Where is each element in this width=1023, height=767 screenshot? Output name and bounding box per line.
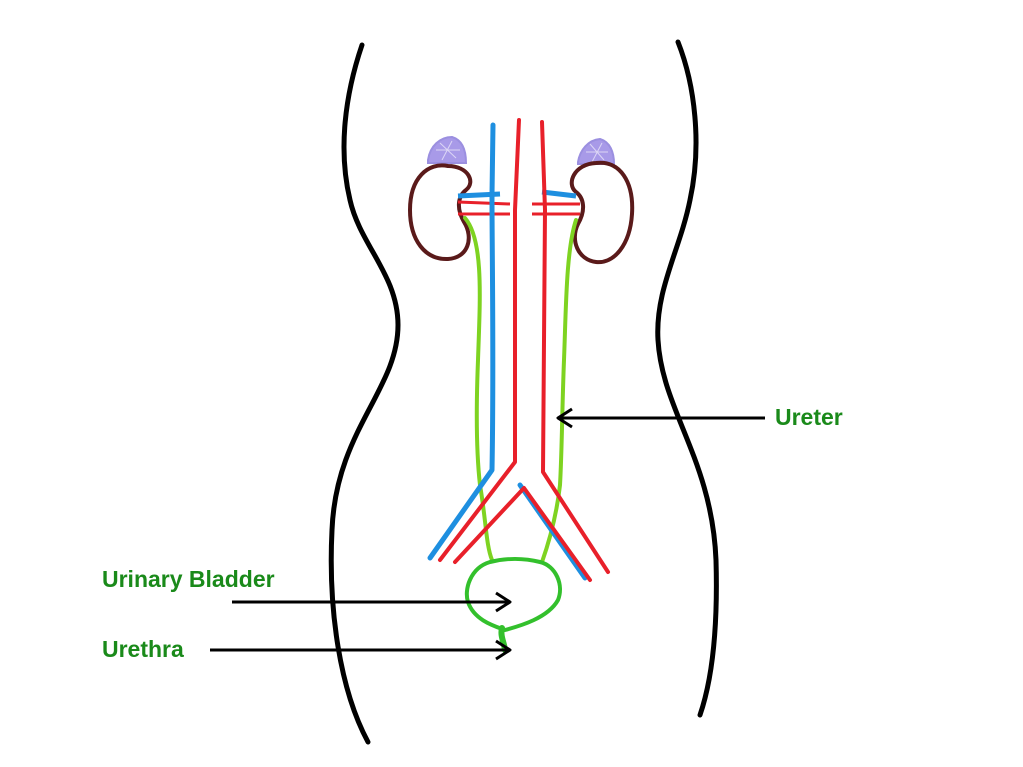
urethra-arrow — [210, 639, 512, 661]
renal-vessels — [457, 189, 580, 216]
kidney-left — [407, 163, 473, 262]
label-urethra: Urethra — [102, 636, 184, 662]
label-ureter: Ureter — [775, 404, 843, 430]
aorta-inner-branch — [453, 486, 592, 582]
kidney-right — [569, 160, 635, 265]
body-outline-right — [655, 39, 719, 718]
ureter-arrow — [556, 407, 765, 429]
urinary-bladder — [464, 557, 562, 633]
ureter-right — [540, 218, 578, 564]
body-outline-left — [328, 42, 401, 745]
aorta-right-wall — [540, 120, 610, 574]
urinary-bladder-arrow — [232, 591, 512, 613]
vena-cava — [427, 122, 496, 561]
ureter-left — [463, 216, 494, 562]
adrenal-gland-right — [577, 137, 616, 165]
label-urinary-bladder: Urinary Bladder — [102, 566, 275, 592]
adrenal-gland-left — [427, 135, 468, 164]
aorta-left-wall — [438, 118, 521, 562]
